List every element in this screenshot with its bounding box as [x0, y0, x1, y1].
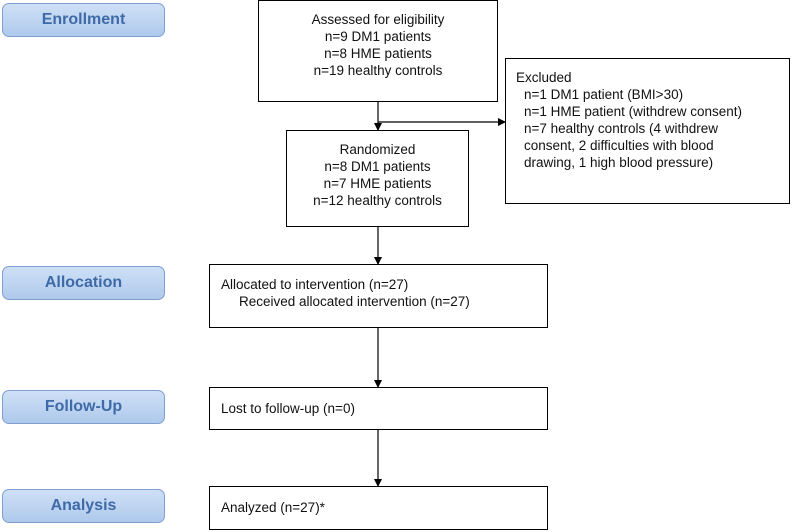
excluded-line: n=1 DM1 patient (BMI>30) [524, 87, 684, 102]
analysis-line: Analyzed (n=27)* [221, 500, 325, 515]
analysis-box: Analyzed (n=27)* [209, 486, 548, 530]
assessed-line: n=9 DM1 patients [324, 29, 432, 44]
assessed-line: Assessed for eligibility [311, 12, 445, 27]
stage-analysis: Analysis [2, 489, 165, 523]
randomized-line: n=7 HME patients [323, 176, 432, 191]
excluded-box: Excluded n=1 DM1 patient (BMI>30) n=1 HM… [505, 58, 790, 204]
excluded-line: drawing, 1 high blood pressure) [524, 155, 714, 170]
stage-allocation: Allocation [2, 266, 165, 300]
assessed-box: Assessed for eligibility n=9 DM1 patient… [258, 0, 498, 102]
allocation-line: Received allocated intervention (n=27) [239, 294, 470, 309]
randomized-line: n=12 healthy controls [313, 193, 442, 208]
followup-box: Lost to follow-up (n=0) [209, 387, 548, 430]
allocation-box: Allocated to intervention (n=27) Receive… [209, 264, 548, 328]
assessed-line: n=19 healthy controls [313, 63, 443, 78]
randomized-line: n=8 DM1 patients [324, 159, 431, 174]
excluded-line: Excluded [516, 70, 572, 85]
excluded-line: n=1 HME patient (withdrew consent) [524, 104, 742, 119]
followup-line: Lost to follow-up (n=0) [221, 401, 355, 416]
stage-follow-up: Follow-Up [2, 390, 165, 424]
randomized-box: Randomized n=8 DM1 patients n=7 HME pati… [286, 130, 469, 227]
excluded-line: consent, 2 difficulties with blood [524, 138, 714, 153]
randomized-line: Randomized [339, 142, 416, 157]
assessed-line: n=8 HME patients [324, 46, 432, 61]
allocation-line: Allocated to intervention (n=27) [221, 277, 409, 292]
stage-enrollment: Enrollment [2, 3, 165, 37]
excluded-line: n=7 healthy controls (4 withdrew [524, 121, 718, 136]
